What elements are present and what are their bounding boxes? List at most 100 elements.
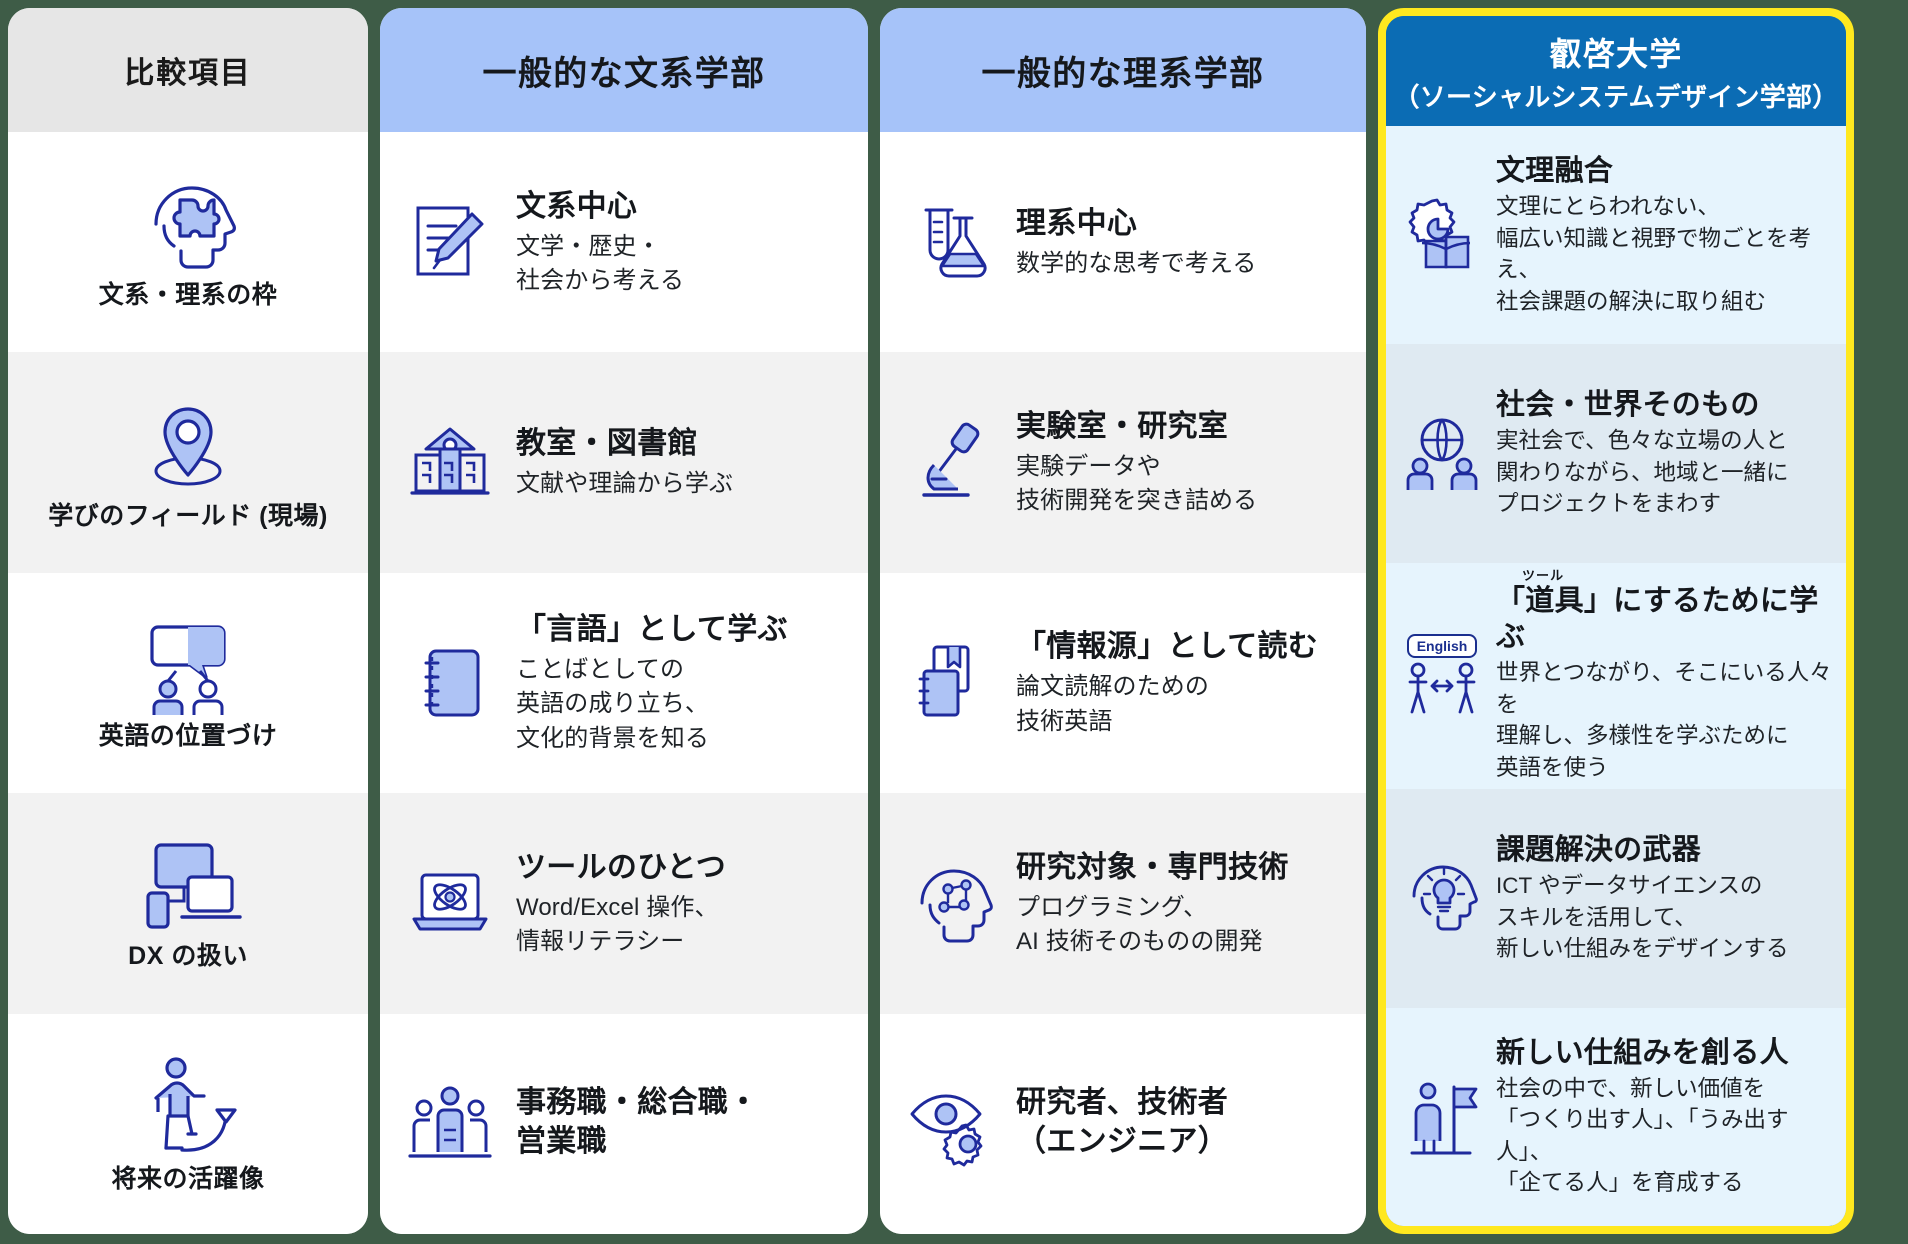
english-exchange-icon: English bbox=[1400, 634, 1484, 718]
item-row-1: 学びのフィールド (現場) bbox=[8, 352, 368, 573]
humanities-cell-2: 「言語」として学ぶ ことばとしての 英語の成り立ち、 文化的背景を知る bbox=[516, 610, 854, 755]
eikei-desc-2: 世界とつながり、そこにいる人々を 理解し、多様性を学ぶために 英語を使う bbox=[1496, 660, 1832, 780]
humanities-row-4: 事務職・総合職・ 営業職 bbox=[380, 1013, 868, 1234]
eikei-cell-0: 文理融合 文理にとらわれない、 幅広い知識と視野で物ごとを考え、 社会課題の解決… bbox=[1496, 153, 1834, 317]
eikei-row-1: 社会・世界そのもの 実社会で、色々な立場の人と 関わりながら、地域と一緒に プロ… bbox=[1386, 344, 1846, 563]
sciences-row-4: 研究者、技術者 （エンジニア） bbox=[880, 1013, 1366, 1234]
eikei-title-1: 社会・世界そのもの bbox=[1496, 389, 1760, 422]
column-humanities: 一般的な文系学部 文系中心 文学・歴史・ 社会から考える bbox=[380, 8, 868, 1234]
humanities-rows: 文系中心 文学・歴史・ 社会から考える bbox=[380, 132, 868, 1234]
humanities-title-2: 「言語」として学ぶ bbox=[516, 613, 788, 647]
faculty-name: （ソーシャルシステムデザイン学部） bbox=[1393, 81, 1839, 112]
item-label-0: 文系・理系の枠 bbox=[98, 281, 278, 310]
item-row-2: 英語の位置づけ bbox=[8, 572, 368, 794]
eikei-cell-3: 課題解決の武器 ICT やデータサイエンスの スキルを活用して、 新しい仕組みを… bbox=[1496, 832, 1834, 965]
gear-book-icon bbox=[1400, 195, 1484, 275]
humanities-title-4: 事務職・総合職・ 営業職 bbox=[516, 1085, 759, 1158]
item-label-2: 英語の位置づけ bbox=[98, 722, 278, 751]
humanities-title-1: 教室・図書館 bbox=[516, 427, 698, 461]
humanities-desc-3: Word/Excel 操作、 情報リテラシー bbox=[516, 893, 719, 955]
sciences-cell-1: 実験室・研究室 実験データや 技術開発を突き詰める bbox=[1016, 407, 1352, 518]
humanities-cell-0: 文系中心 文学・歴史・ 社会から考える bbox=[516, 187, 854, 298]
sciences-title-1: 実験室・研究室 bbox=[1016, 410, 1229, 444]
humanities-row-3: ツールのひとつ Word/Excel 操作、 情報リテラシー bbox=[380, 793, 868, 1014]
sciences-cell-0: 理系中心 数学的な思考で考える bbox=[1016, 204, 1352, 281]
sciences-row-1: 実験室・研究室 実験データや 技術開発を突き詰める bbox=[880, 352, 1366, 573]
books-icon bbox=[902, 637, 998, 729]
humanities-desc-2: ことばとしての 英語の成り立ち、 文化的背景を知る bbox=[516, 656, 709, 752]
header-comparison-items: 比較項目 bbox=[8, 8, 368, 132]
header-eikei-university: 叡啓大学 （ソーシャルシステムデザイン学部） bbox=[1386, 16, 1846, 126]
sciences-desc-2: 論文読解のための 技術英語 bbox=[1016, 673, 1209, 735]
humanities-row-2: 「言語」として学ぶ ことばとしての 英語の成り立ち、 文化的背景を知る bbox=[380, 572, 868, 794]
eikei-row-4: 新しい仕組みを創る人 社会の中で、新しい価値を 「つくり出す人」、「うみ出す人」… bbox=[1386, 1007, 1846, 1226]
sciences-cell-2: 「情報源」として読む 論文読解のための 技術英語 bbox=[1016, 627, 1352, 738]
laptop-atom-icon bbox=[402, 857, 498, 949]
eye-gear-icon bbox=[902, 1078, 998, 1170]
head-puzzle-icon bbox=[134, 174, 242, 274]
eikei-title-4: 新しい仕組みを創る人 bbox=[1496, 1036, 1789, 1069]
sciences-title-2: 「情報源」として読む bbox=[1016, 630, 1319, 664]
eikei-cell-4: 新しい仕組みを創る人 社会の中で、新しい価値を 「つくり出す人」、「うみ出す人」… bbox=[1496, 1035, 1834, 1199]
eikei-row-0: 文理融合 文理にとらわれない、 幅広い知識と視野で物ごとを考え、 社会課題の解決… bbox=[1386, 126, 1846, 345]
sciences-row-2: 「情報源」として読む 論文読解のための 技術英語 bbox=[880, 572, 1366, 794]
item-label-3: DX の扱い bbox=[128, 942, 248, 971]
flag-person-icon bbox=[1400, 1077, 1484, 1157]
eikei-title-2: ツール 「道具」にするために学ぶ bbox=[1496, 569, 1834, 656]
eikei-desc-4: 社会の中で、新しい価値を 「つくり出す人」、「うみ出す人」、 「企てる人」を育成… bbox=[1496, 1075, 1789, 1196]
eikei-row-3: 課題解決の武器 ICT やデータサイエンスの スキルを活用して、 新しい仕組みを… bbox=[1386, 789, 1846, 1008]
eikei-desc-0: 文理にとらわれない、 幅広い知識と視野で物ごとを考え、 社会課題の解決に取り組む bbox=[1496, 194, 1812, 314]
header-sciences: 一般的な理系学部 bbox=[880, 8, 1366, 132]
sciences-desc-3: プログラミング、 AI 技術そのものの開発 bbox=[1016, 893, 1263, 955]
header-humanities: 一般的な文系学部 bbox=[380, 8, 868, 132]
ruby-tool: ツール bbox=[1522, 567, 1565, 583]
sciences-row-3: 研究対象・専門技術 プログラミング、 AI 技術そのものの開発 bbox=[880, 793, 1366, 1014]
head-bulb-icon bbox=[1400, 858, 1484, 938]
item-row-3: DX の扱い bbox=[8, 793, 368, 1014]
sciences-rows: 理系中心 数学的な思考で考える 実験室・研究室 実験データや 技 bbox=[880, 132, 1366, 1234]
eikei-desc-1: 実社会で、色々な立場の人と 関わりながら、地域と一緒に プロジェクトをまわす bbox=[1496, 428, 1789, 517]
item-row-4: 将来の活躍像 bbox=[8, 1013, 368, 1234]
humanities-cell-1: 教室・図書館 文献や理論から学ぶ bbox=[516, 424, 854, 501]
item-row-0: 文系・理系の枠 bbox=[8, 132, 368, 353]
humanities-desc-1: 文献や理論から学ぶ bbox=[516, 470, 734, 498]
humanities-cell-4: 事務職・総合職・ 営業職 bbox=[516, 1083, 854, 1165]
conversation-icon bbox=[132, 615, 244, 716]
people-group-icon bbox=[402, 1078, 498, 1170]
humanities-row-0: 文系中心 文学・歴史・ 社会から考える bbox=[380, 132, 868, 353]
map-pin-icon bbox=[134, 395, 242, 495]
sciences-desc-1: 実験データや 技術開発を突き詰める bbox=[1016, 453, 1258, 515]
flask-icon bbox=[902, 196, 998, 288]
column-comparison-items: 比較項目 文系・理系の枠 bbox=[8, 8, 368, 1234]
sciences-desc-0: 数学的な思考で考える bbox=[1016, 249, 1257, 277]
sciences-title-4: 研究者、技術者 （エンジニア） bbox=[1016, 1085, 1229, 1158]
eikei-rows: 文理融合 文理にとらわれない、 幅広い知識と視野で物ごとを考え、 社会課題の解決… bbox=[1386, 126, 1846, 1226]
eikei-desc-3: ICT やデータサイエンスの スキルを活用して、 新しい仕組みをデザインする bbox=[1496, 873, 1789, 962]
sciences-title-0: 理系中心 bbox=[1016, 206, 1138, 240]
eikei-title-text-2: 「道具」にするために学ぶ bbox=[1496, 584, 1819, 653]
humanities-desc-0: 文学・歴史・ 社会から考える bbox=[516, 232, 685, 294]
eikei-title-3: 課題解決の武器 bbox=[1496, 834, 1702, 867]
english-badge: English bbox=[1406, 634, 1478, 658]
document-pencil-icon bbox=[402, 196, 498, 288]
item-label-1: 学びのフィールド (現場) bbox=[48, 501, 328, 530]
sciences-cell-3: 研究対象・専門技術 プログラミング、 AI 技術そのものの開発 bbox=[1016, 848, 1352, 959]
head-circuit-icon bbox=[902, 857, 998, 949]
eikei-title-0: 文理融合 bbox=[1496, 155, 1614, 188]
column-eikei-university: 叡啓大学 （ソーシャルシステムデザイン学部） 文理融合 文 bbox=[1378, 8, 1854, 1234]
globe-people-icon bbox=[1400, 414, 1484, 494]
humanities-cell-3: ツールのひとつ Word/Excel 操作、 情報リテラシー bbox=[516, 848, 854, 959]
sciences-row-0: 理系中心 数学的な思考で考える bbox=[880, 132, 1366, 353]
devices-icon bbox=[132, 835, 244, 935]
microscope-icon bbox=[902, 417, 998, 509]
item-label-4: 将来の活躍像 bbox=[111, 1164, 265, 1193]
building-icon bbox=[402, 417, 498, 509]
university-name: 叡啓大学 bbox=[1549, 35, 1683, 72]
humanities-title-0: 文系中心 bbox=[516, 189, 638, 223]
humanities-row-1: 教室・図書館 文献や理論から学ぶ bbox=[380, 352, 868, 573]
eikei-cell-1: 社会・世界そのもの 実社会で、色々な立場の人と 関わりながら、地域と一緒に プロ… bbox=[1496, 387, 1834, 520]
eikei-row-2: English ツール 「道具」にするために学ぶ 世界とつながり、そこにいる人 bbox=[1386, 562, 1846, 790]
humanities-title-3: ツールのひとつ bbox=[516, 850, 726, 884]
sciences-cell-4: 研究者、技術者 （エンジニア） bbox=[1016, 1083, 1352, 1165]
